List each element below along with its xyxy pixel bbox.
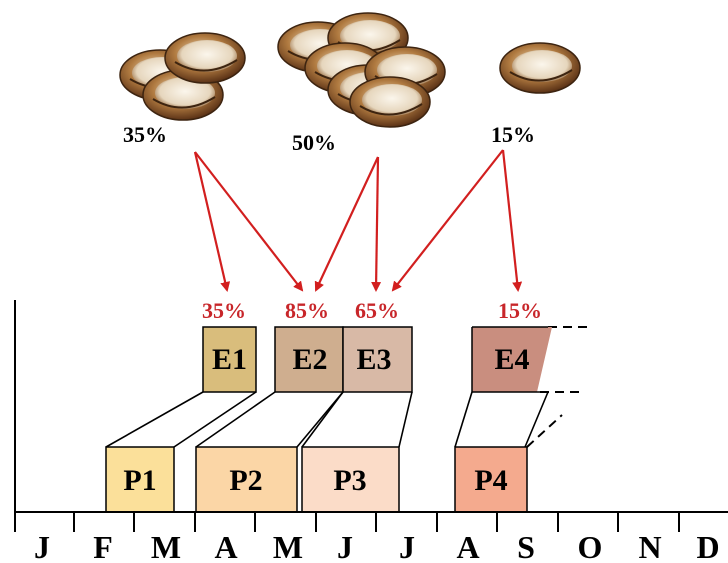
p-box-label: P2 xyxy=(229,464,262,497)
arrow-g3-e3 xyxy=(391,149,504,292)
month-label: N xyxy=(638,529,661,563)
month-label: S xyxy=(517,529,535,563)
p-box-p2: P2 xyxy=(195,446,298,513)
p-box-label: P4 xyxy=(474,464,507,497)
p-box-p3: P3 xyxy=(301,446,400,513)
connector-lines xyxy=(105,391,549,448)
p-box-label: P1 xyxy=(123,464,156,497)
p-box-p4: P4 xyxy=(454,446,528,513)
nut-shell-icon xyxy=(164,32,246,84)
arrow-g2-e2 xyxy=(314,156,379,292)
e-box-e3: E3 xyxy=(342,326,413,393)
nut-shell-icon xyxy=(349,76,431,128)
month-label: M xyxy=(151,529,181,563)
e-box-e2: E2 xyxy=(274,326,344,393)
e-box-label: E2 xyxy=(292,343,327,376)
emergence-percent-e1: 35% xyxy=(202,298,246,323)
arrow-g2-e3 xyxy=(371,156,382,292)
month-label: O xyxy=(578,529,603,563)
emergence-percent-e4: 15% xyxy=(498,298,542,323)
arrow-g3-e4 xyxy=(501,149,523,292)
e-box-e4: E4 xyxy=(471,326,552,393)
top-percent-3: 15% xyxy=(491,122,535,147)
emergence-percent-e3: 65% xyxy=(355,298,399,323)
top-percent-1: 35% xyxy=(123,122,167,147)
nut-shell-cluster-1 xyxy=(119,32,246,121)
p-box-label: P3 xyxy=(333,464,366,497)
e-box-label: E4 xyxy=(494,343,529,376)
e-box-label: E1 xyxy=(212,343,247,376)
month-label: D xyxy=(696,529,719,563)
arrow-g1-e2 xyxy=(194,151,304,292)
month-label: J xyxy=(34,529,50,563)
e-box-e1: E1 xyxy=(202,326,257,393)
nut-shell-icon xyxy=(499,42,581,94)
e-box-label: E3 xyxy=(356,343,391,376)
emergence-percent-e2: 85% xyxy=(285,298,329,323)
top-percent-2: 50% xyxy=(292,130,336,155)
month-label: A xyxy=(214,529,237,563)
month-label: A xyxy=(456,529,479,563)
nut-shell-cluster-2 xyxy=(277,12,446,128)
month-label: F xyxy=(93,529,113,563)
p-box-p1: P1 xyxy=(105,446,175,513)
arrow-g1-e1 xyxy=(193,151,231,292)
allocation-arrows xyxy=(193,149,523,292)
month-label: M xyxy=(273,529,303,563)
month-label: J xyxy=(337,529,353,563)
month-labels: J F M A M J J A S O N D xyxy=(34,529,720,563)
month-ticks xyxy=(14,512,680,532)
month-label: J xyxy=(399,529,415,563)
nut-shell-cluster-3 xyxy=(499,42,581,94)
e4-dashed-lines xyxy=(526,326,590,448)
